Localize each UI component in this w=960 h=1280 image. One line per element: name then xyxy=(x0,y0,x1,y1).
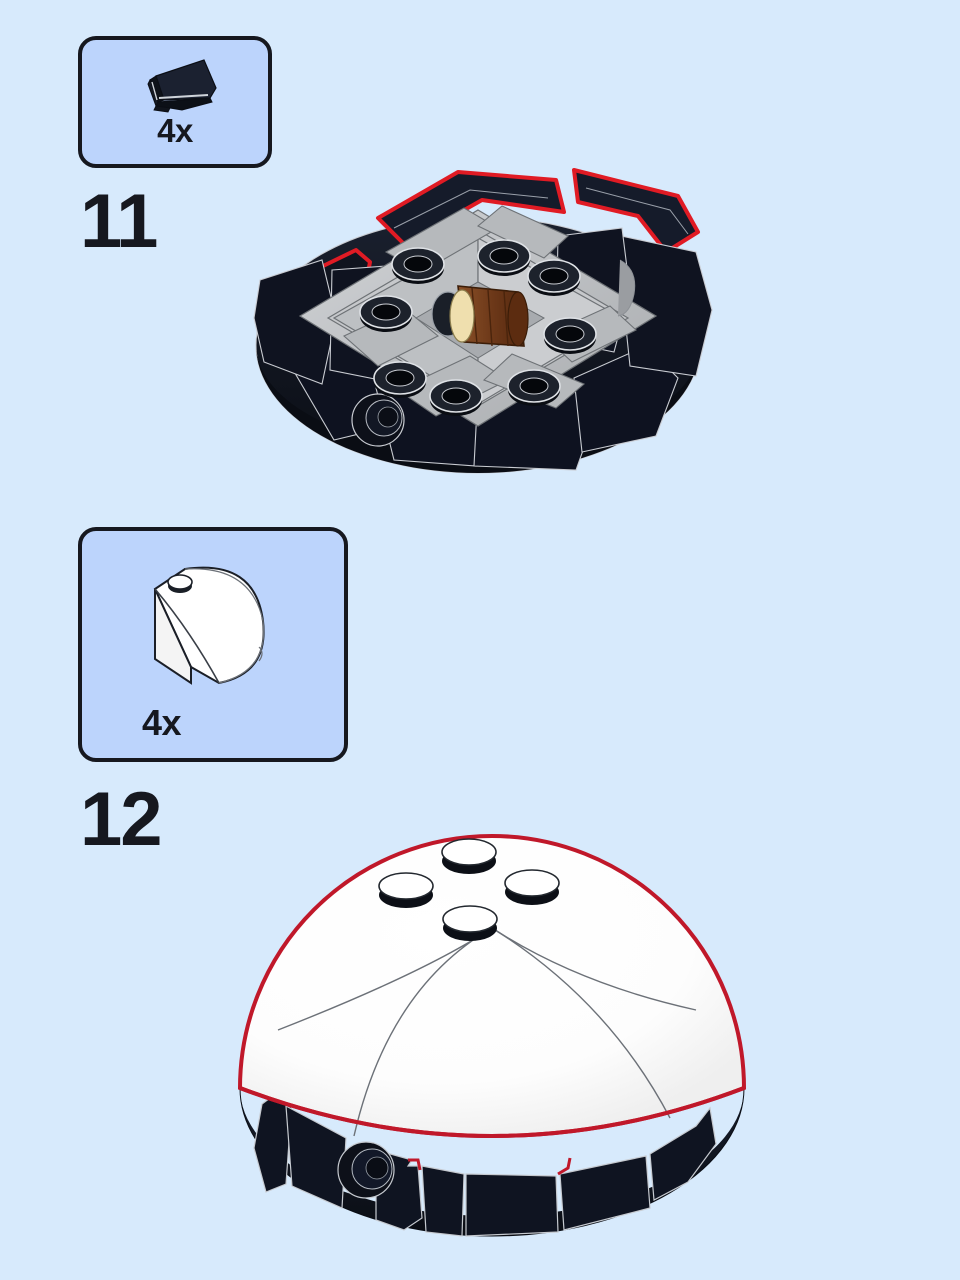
rim-notches xyxy=(408,1157,572,1176)
part-count-label: 4x xyxy=(157,112,193,149)
part-icon-curved-dome-slope xyxy=(82,555,344,695)
hinge-knob xyxy=(351,393,405,447)
step-11-model-illustration xyxy=(226,140,746,505)
lego-sphere-core-svg xyxy=(253,168,713,474)
stud xyxy=(504,869,560,905)
stud xyxy=(441,838,497,874)
part-count-label: 4x xyxy=(142,702,182,743)
hinge-knob xyxy=(337,1141,395,1199)
parts-callout-box-step-11: 4x xyxy=(78,36,272,168)
stud xyxy=(442,905,498,941)
white-dome-shell xyxy=(237,834,747,1138)
plate-studs xyxy=(359,239,597,416)
center-brown-cylinder xyxy=(415,281,546,359)
step-12-model-illustration xyxy=(226,788,756,1253)
stud xyxy=(167,574,193,593)
step-number-12: 12 xyxy=(80,777,163,862)
step-number-11: 11 xyxy=(80,179,158,264)
lego-white-dome-svg xyxy=(237,834,747,1237)
dome-studs xyxy=(378,838,560,941)
wedge-slope-icon xyxy=(147,59,217,113)
parts-callout-box-step-12: 4x xyxy=(78,527,348,762)
stud xyxy=(378,872,434,908)
curved-dome-slope-icon xyxy=(153,566,265,685)
detail-clip xyxy=(617,259,636,317)
part-icon-wedge-slope xyxy=(82,54,268,116)
